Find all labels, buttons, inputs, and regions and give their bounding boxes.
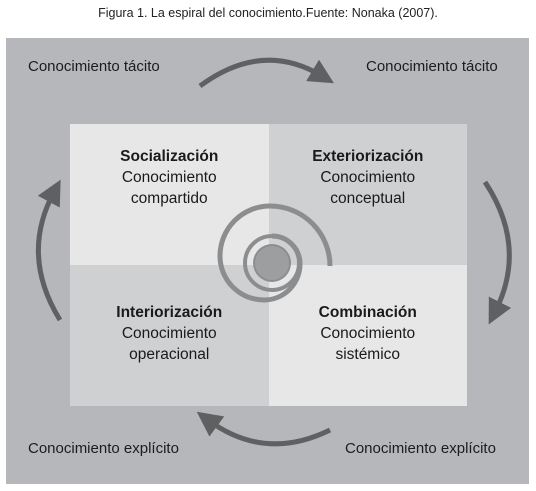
seci-matrix: Socialización Conocimiento compartido Ex… bbox=[70, 124, 467, 406]
knowledge-spiral-icon bbox=[217, 203, 333, 303]
quadrant-combinacion: Combinación Conocimiento sistémico bbox=[268, 265, 467, 406]
quadrant-socializacion: Socialización Conocimiento compartido bbox=[70, 124, 269, 265]
corner-label-bottom-right: Conocimiento explícito bbox=[345, 440, 496, 457]
quadrant-subtitle: Conocimiento bbox=[121, 325, 217, 342]
corner-label-bottom-left: Conocimiento explícito bbox=[28, 440, 179, 457]
arrow-right bbox=[482, 180, 512, 325]
quadrant-title: Socialización bbox=[120, 148, 219, 165]
corner-label-top-right: Conocimiento tácito bbox=[366, 58, 498, 75]
quadrant-subtitle: Conocimiento bbox=[320, 169, 416, 186]
arrow-top bbox=[198, 57, 335, 89]
quadrant-subtitle: Conocimiento bbox=[320, 325, 416, 342]
quadrant-subtitle: Conocimiento bbox=[121, 169, 217, 186]
arrow-left bbox=[36, 179, 63, 322]
corner-label-top-left: Conocimiento tácito bbox=[28, 58, 160, 75]
quadrant-subtitle: conceptual bbox=[330, 190, 406, 207]
quadrant-subtitle: operacional bbox=[129, 346, 210, 363]
quadrant-subtitle: sistémico bbox=[335, 346, 401, 363]
quadrant-title: Exteriorización bbox=[312, 148, 424, 165]
arrow-bottom bbox=[196, 411, 332, 447]
quadrant-subtitle: compartido bbox=[130, 190, 208, 207]
quadrant-title: Combinación bbox=[318, 304, 417, 321]
quadrant-exteriorizacion: Exteriorización Conocimiento conceptual bbox=[268, 124, 467, 265]
quadrant-title: Interiorización bbox=[116, 304, 223, 321]
figure-caption: Figura 1. La espiral del conocimiento.Fu… bbox=[98, 6, 438, 20]
